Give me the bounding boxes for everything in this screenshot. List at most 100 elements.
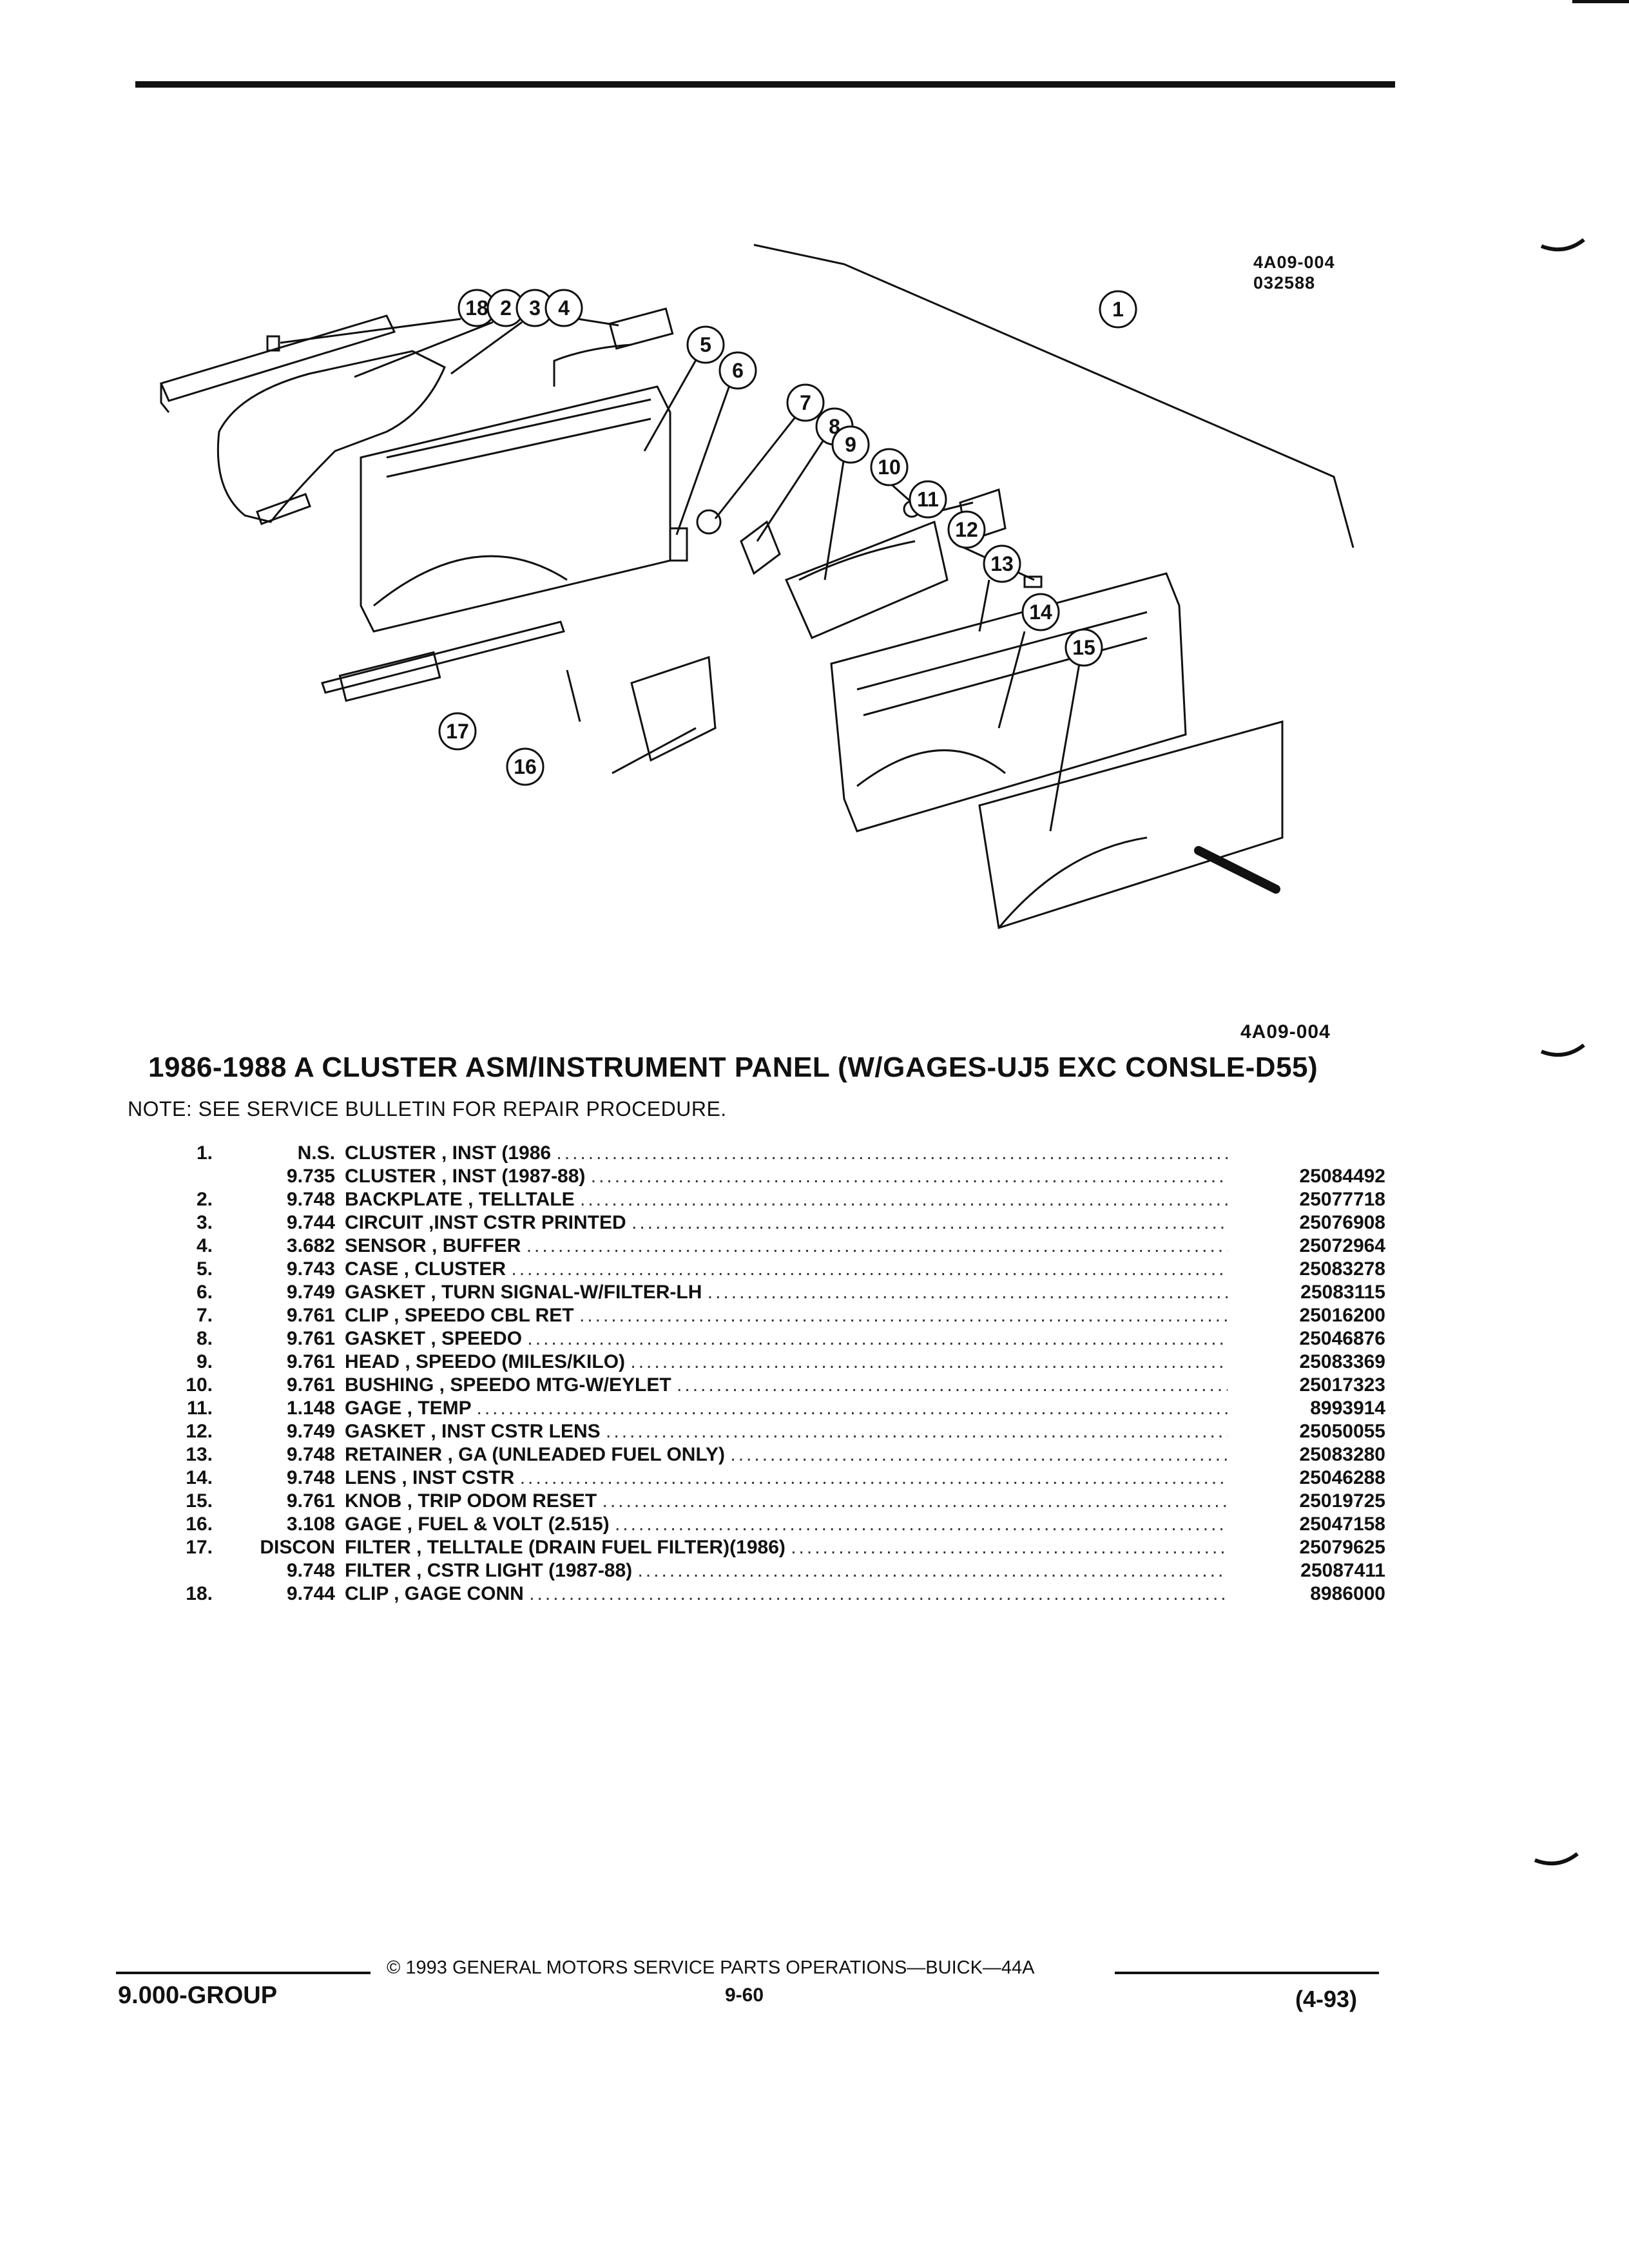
group-number: 9.761 bbox=[286, 1490, 335, 1512]
callout-17 bbox=[438, 712, 477, 751]
group-number: 9.749 bbox=[286, 1282, 335, 1303]
part-description-text: SENSOR , BUFFER bbox=[345, 1235, 521, 1256]
callout-10 bbox=[870, 448, 909, 486]
dot-leader: ........................................… bbox=[590, 1166, 1228, 1187]
item-number: 2. bbox=[196, 1189, 213, 1210]
part-description: CLIP , GAGE CONN .......................… bbox=[345, 1582, 1228, 1606]
callout-9 bbox=[831, 425, 870, 464]
callout-label: 15 bbox=[1072, 636, 1095, 659]
part-description-text: FILTER , CSTR LIGHT (1987-88) bbox=[345, 1560, 633, 1581]
table-row: 9.735 CLUSTER , INST (1987-88) ..........… bbox=[155, 1165, 1385, 1188]
dot-leader: ........................................… bbox=[476, 1398, 1228, 1419]
item-number: 15. bbox=[186, 1490, 213, 1512]
part-number: 25017323 bbox=[1299, 1374, 1385, 1396]
callout-label: 9 bbox=[845, 433, 856, 456]
part-description: CLUSTER , INST (1987-88) ...............… bbox=[345, 1165, 1228, 1188]
group-number: 9.735 bbox=[286, 1166, 335, 1187]
group-number: 9.761 bbox=[286, 1374, 335, 1396]
group-number: 1.148 bbox=[286, 1398, 335, 1419]
binder-mark-icon bbox=[1540, 238, 1585, 252]
callout-6 bbox=[718, 351, 757, 390]
part-description: FILTER , TELLTALE (DRAIN FUEL FILTER)(19… bbox=[345, 1536, 1228, 1559]
item-number: 7. bbox=[196, 1305, 213, 1326]
item-number: 1. bbox=[196, 1142, 213, 1164]
page-title: 1986-1988 A CLUSTER ASM/INSTRUMENT PANEL… bbox=[148, 1052, 1318, 1083]
part-description-text: CLUSTER , INST (1986 bbox=[345, 1142, 552, 1164]
dot-leader: ........................................… bbox=[519, 1467, 1228, 1488]
item-number: 13. bbox=[186, 1444, 213, 1465]
copyright-line: © 1993 GENERAL MOTORS SERVICE PARTS OPER… bbox=[387, 1957, 1035, 1978]
part-description: CIRCUIT ,INST CSTR PRINTED .............… bbox=[345, 1211, 1228, 1235]
exploded-parts-diagram: 1 18 2 3 4 5 6 7 8 9 10 11 12 13 14 15 1… bbox=[159, 244, 1354, 929]
part-description: CLIP , SPEEDO CBL RET ..................… bbox=[345, 1304, 1228, 1327]
dot-leader: ........................................… bbox=[791, 1537, 1228, 1558]
dot-leader: ........................................… bbox=[556, 1142, 1228, 1164]
binder-mark-icon bbox=[1534, 1852, 1579, 1866]
group-number: 9.748 bbox=[286, 1444, 335, 1465]
group-number: 9.761 bbox=[286, 1328, 335, 1349]
table-row: 9.748 FILTER , CSTR LIGHT (1987-88) .....… bbox=[155, 1559, 1385, 1582]
part-description: FILTER , CSTR LIGHT (1987-88) ..........… bbox=[345, 1559, 1228, 1582]
dot-leader: ........................................… bbox=[529, 1583, 1228, 1604]
part-number: 25087411 bbox=[1300, 1560, 1385, 1581]
callout-4 bbox=[545, 289, 583, 327]
edge-rule bbox=[1572, 0, 1629, 3]
part-number: 25084492 bbox=[1299, 1166, 1385, 1187]
part-description-text: RETAINER , GA (UNLEADED FUEL ONLY) bbox=[345, 1444, 726, 1465]
part-description-text: KNOB , TRIP ODOM RESET bbox=[345, 1490, 597, 1512]
callout-label: 1 bbox=[1112, 298, 1124, 321]
callout-label: 2 bbox=[500, 296, 512, 320]
part-number: 25046288 bbox=[1299, 1467, 1385, 1488]
callout-12 bbox=[947, 510, 986, 549]
callout-label: 6 bbox=[732, 359, 744, 382]
item-number: 14. bbox=[186, 1467, 213, 1488]
item-number: 9. bbox=[196, 1351, 213, 1372]
group-number: 9.748 bbox=[286, 1560, 335, 1581]
part-description-text: BACKPLATE , TELLTALE bbox=[345, 1189, 575, 1210]
callout-7 bbox=[786, 383, 825, 422]
part-description-text: GAGE , TEMP bbox=[345, 1398, 472, 1419]
group-number: 9.748 bbox=[286, 1467, 335, 1488]
dot-leader: ........................................… bbox=[579, 1189, 1228, 1210]
callout-label: 13 bbox=[990, 552, 1014, 575]
callout-15 bbox=[1065, 628, 1103, 667]
item-number: 11. bbox=[186, 1398, 213, 1419]
group-number: 9.748 bbox=[286, 1189, 335, 1210]
part-description-text: BUSHING , SPEEDO MTG-W/EYLET bbox=[345, 1374, 671, 1396]
item-number: 18. bbox=[186, 1583, 213, 1604]
part-description: KNOB , TRIP ODOM RESET .................… bbox=[345, 1490, 1228, 1513]
part-description-text: CLIP , GAGE CONN bbox=[345, 1583, 524, 1604]
page-number: 9-60 bbox=[725, 1984, 764, 2006]
part-description: GASKET , SPEEDO ........................… bbox=[345, 1327, 1228, 1350]
part-description-text: GASKET , TURN SIGNAL-W/FILTER-LH bbox=[345, 1282, 702, 1303]
part-number: 8986000 bbox=[1310, 1583, 1385, 1604]
part-description: BUSHING , SPEEDO MTG-W/EYLET ...........… bbox=[345, 1374, 1228, 1397]
callout-label: 7 bbox=[800, 391, 811, 414]
part-description: CASE , CLUSTER .........................… bbox=[345, 1258, 1228, 1281]
dot-leader: ........................................… bbox=[677, 1374, 1228, 1396]
callout-1 bbox=[1099, 290, 1137, 329]
part-number: 25077718 bbox=[1299, 1189, 1385, 1210]
dot-leader: ........................................… bbox=[631, 1212, 1228, 1233]
part-description: RETAINER , GA (UNLEADED FUEL ONLY) .....… bbox=[345, 1443, 1228, 1466]
group-number: 9.743 bbox=[286, 1258, 335, 1280]
part-description: GASKET , INST CSTR LENS ................… bbox=[345, 1420, 1228, 1443]
part-description: GASKET , TURN SIGNAL-W/FILTER-LH .......… bbox=[345, 1281, 1228, 1304]
table-row: 2. 9.748 BACKPLATE , TELLTALE ............… bbox=[155, 1188, 1385, 1211]
callout-16 bbox=[506, 747, 545, 786]
group-number: 9.744 bbox=[286, 1583, 335, 1604]
table-row: 1.N.S.CLUSTER , INST (1986 .............… bbox=[155, 1142, 1385, 1165]
part-number: 25083280 bbox=[1299, 1444, 1385, 1465]
revision-date: (4-93) bbox=[1295, 1986, 1358, 2012]
callout-5 bbox=[686, 325, 725, 364]
dot-leader: ........................................… bbox=[511, 1258, 1228, 1280]
group-label: 9.000-GROUP bbox=[118, 1982, 278, 2009]
dot-leader: ........................................… bbox=[602, 1490, 1228, 1512]
